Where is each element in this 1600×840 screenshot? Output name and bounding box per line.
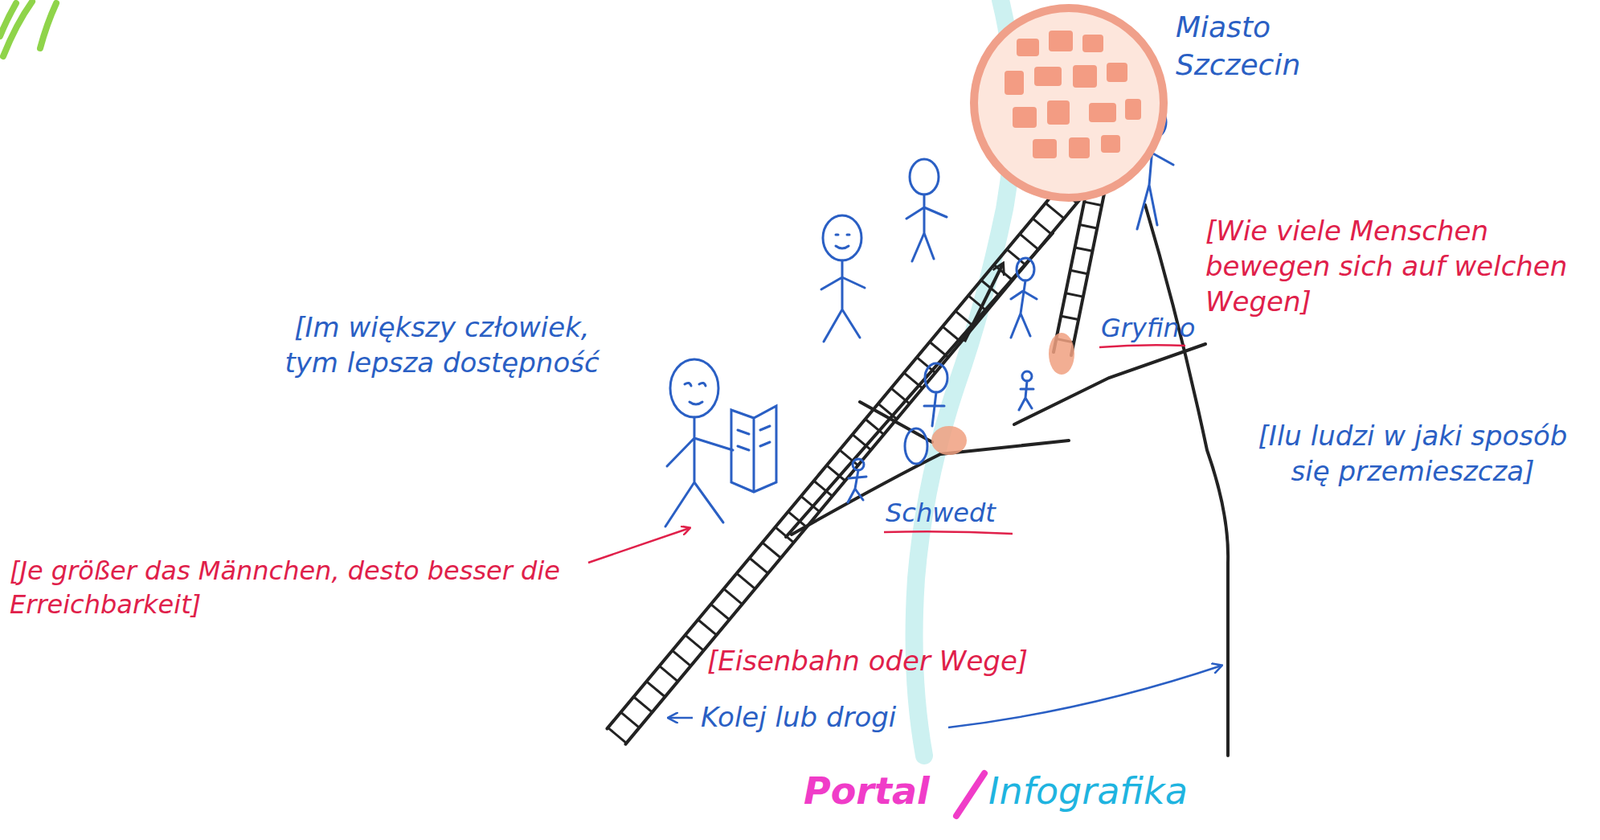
town-name: Schwedt bbox=[885, 496, 1023, 531]
underline bbox=[883, 531, 1013, 534]
note-polish: Kolej lub drogi bbox=[700, 699, 958, 735]
town-name: Gryfino bbox=[1100, 311, 1222, 346]
city-circle: Miasto Szczecin bbox=[968, 2, 1170, 204]
note-german: [Wie viele Menschen bewegen sich auf wel… bbox=[1205, 212, 1584, 320]
note-german: [Eisenbahn oder Wege] bbox=[707, 642, 1158, 679]
city-outline bbox=[968, 2, 1170, 204]
pointer-arrow bbox=[668, 716, 693, 720]
slash bbox=[956, 773, 985, 816]
city-name: Miasto Szczecin bbox=[1175, 8, 1345, 85]
underline bbox=[1099, 344, 1186, 348]
note-polish: [Im większy człowiek, tym lepsza dostępn… bbox=[281, 309, 603, 381]
note-polish: [Ilu ludzi w jaki sposób się przemieszcz… bbox=[1243, 417, 1582, 489]
portal-title: Portal bbox=[803, 767, 957, 816]
up-arrow bbox=[964, 263, 1003, 342]
portal-title: Infografika bbox=[988, 767, 1278, 816]
pointer-arrow bbox=[588, 527, 690, 563]
town-blob bbox=[1048, 332, 1075, 375]
town-blob bbox=[931, 425, 967, 455]
note-german: [Je größer das Männchen, desto besser di… bbox=[9, 554, 637, 622]
green-mark bbox=[0, 1, 57, 57]
